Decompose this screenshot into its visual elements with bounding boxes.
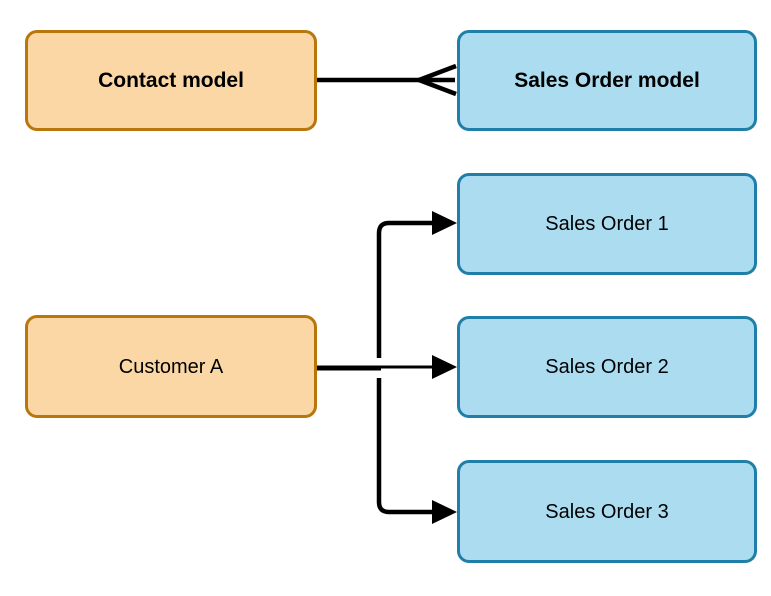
arrowhead-icon [432,355,457,379]
node-sales-order-3-label: Sales Order 3 [545,500,669,523]
node-sales-order-2-label: Sales Order 2 [545,356,669,378]
crows-foot-icon [418,63,457,97]
node-sales-order-model[interactable]: Sales Order model [457,30,757,131]
node-sales-order-1[interactable]: Sales Order 1 [457,173,757,275]
node-sales-order-3[interactable]: Sales Order 3 [457,460,757,563]
node-sales-order-1-label: Sales Order 1 [545,213,669,235]
arrowhead-icon [432,211,457,235]
node-contact-model-label: Contact model [98,68,244,92]
arrowhead-icon [432,500,457,524]
node-contact-model[interactable]: Contact model [25,30,317,131]
node-customer-a-label: Customer A [118,355,224,378]
node-sales-order-model-label: Sales Order model [514,68,700,92]
node-sales-order-2[interactable]: Sales Order 2 [457,316,757,418]
edge-customer-to-order-2 [379,355,457,379]
edge-path [376,220,432,358]
edge-contact-to-sales-order-model [317,63,457,97]
edge-customer-to-order-3 [376,378,457,524]
edge-customer-to-order-1 [376,211,457,358]
edge-path [376,378,432,515]
node-customer-a[interactable]: Customer A [25,315,317,418]
